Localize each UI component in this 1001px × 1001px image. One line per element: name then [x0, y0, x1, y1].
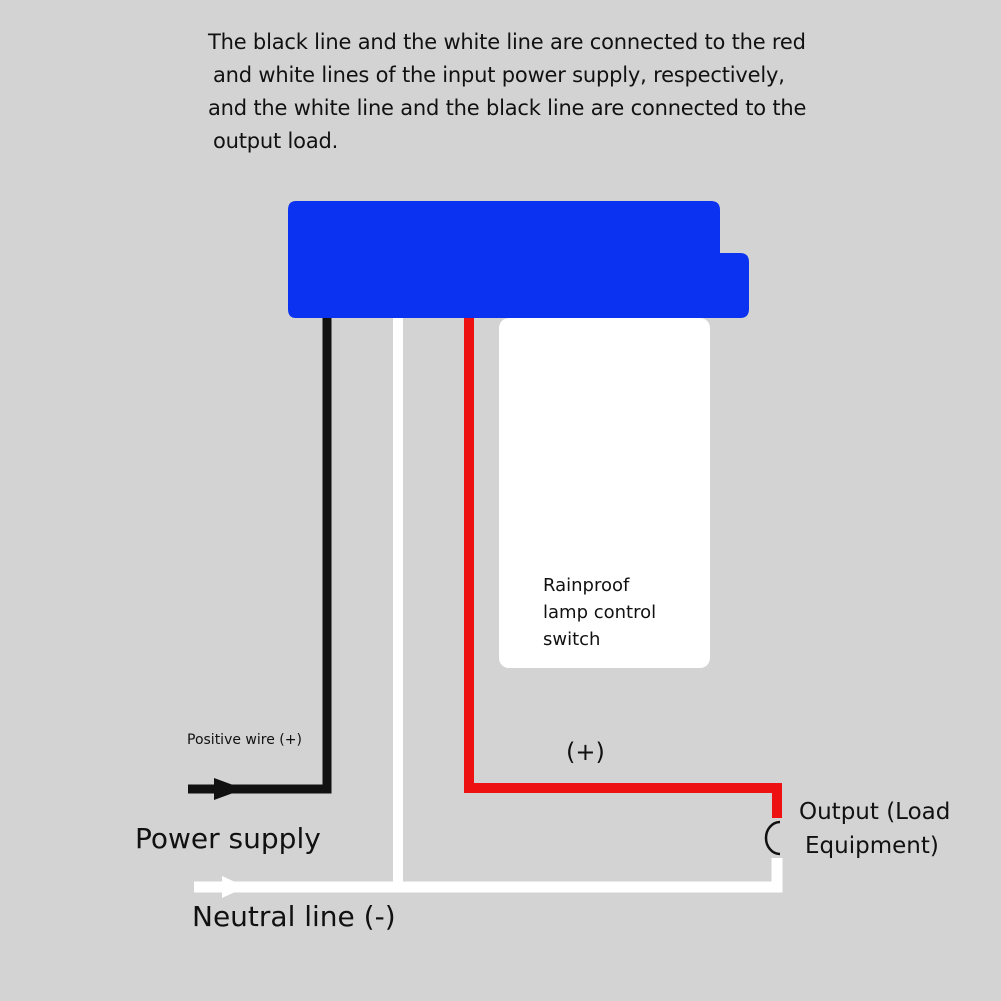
red-wire — [464, 318, 782, 818]
red-wire-plus-label: (+) — [566, 738, 605, 766]
device-label-line-1: Rainproof — [543, 575, 630, 596]
output-label-line-1: Output (Load — [799, 799, 951, 825]
power-supply-label: Power supply — [135, 822, 321, 855]
lamp-control-switch-label: Rainproof lamp control switch — [543, 572, 693, 653]
lamp-control-switch-body — [499, 318, 710, 668]
neutral-line-label: Neutral line (-) — [192, 900, 396, 933]
instructions-line-1: The black line and the white line are co… — [208, 30, 806, 54]
instructions-line-3: and the white line and the black line ar… — [208, 96, 807, 120]
switch-head — [288, 201, 749, 318]
neutral-line-wire — [194, 858, 783, 893]
black-wire-arrow — [214, 778, 244, 800]
instructions-line-4: output load. — [213, 129, 339, 153]
output-load-label: Output (Load Equipment) — [799, 795, 950, 863]
black-wire — [188, 318, 332, 794]
device-label-line-3: switch — [543, 629, 601, 650]
device-label-line-2: lamp control — [543, 602, 657, 623]
instructions-line-2: and white lines of the input power suppl… — [213, 63, 785, 87]
instructions-text: The black line and the white line are co… — [208, 26, 808, 158]
neutral-line-arrow — [222, 876, 246, 898]
output-label-line-2: Equipment) — [805, 833, 939, 859]
load-terminal-icon — [764, 820, 781, 856]
positive-wire-label: Positive wire (+) — [187, 732, 302, 748]
